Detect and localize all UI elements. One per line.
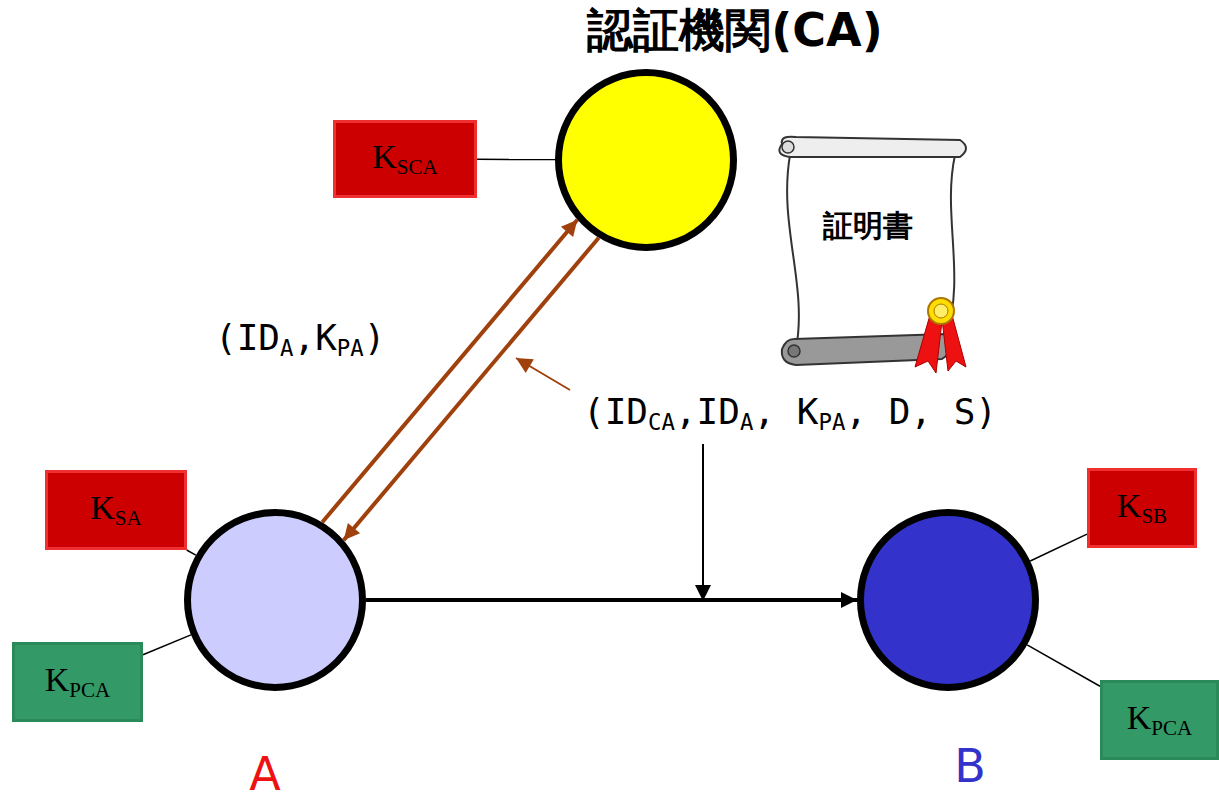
text-run: 証明書 [823, 208, 913, 243]
heading-text: 認証機関(CA) [587, 5, 882, 56]
symbol-main: K [315, 317, 337, 358]
party-letter: B [954, 741, 986, 792]
leader-line [516, 358, 570, 390]
symbol-main: K [372, 138, 397, 175]
text-run: , [293, 317, 315, 358]
secret-key-box: KSCA [333, 120, 477, 198]
symbol-subscript: PCA [1151, 716, 1192, 740]
text-run: , [675, 391, 697, 432]
party-circle: A [184, 509, 366, 691]
message-label: (IDCA,IDA, KPA, D, S) [580, 390, 1000, 436]
public-key-box: KPCA [12, 642, 143, 722]
key-label: KSCA [372, 138, 438, 179]
secret-key-box: KSB [1087, 468, 1197, 548]
symbol-main: ID [237, 317, 280, 358]
authority-circle: 認証機関(CA) [555, 69, 737, 251]
leader-line [702, 444, 704, 601]
key-label: KPCA [1127, 699, 1193, 740]
text-run: 認証機関(CA) [587, 3, 882, 57]
symbol-subscript: PCA [69, 678, 110, 702]
symbol-subscript: SB [1141, 504, 1167, 528]
secret-key-box: KSA [45, 470, 187, 550]
symbol-main: K [1127, 699, 1152, 736]
message-arrow [344, 238, 599, 541]
symbol-subscript: CA [648, 409, 675, 435]
text-run: A [249, 747, 280, 801]
key-link [477, 159, 555, 161]
key-link [187, 550, 196, 555]
circle-outline [184, 509, 366, 691]
text-run: B [954, 739, 986, 793]
symbol-subscript: PA [337, 335, 364, 361]
key-link [1030, 534, 1087, 561]
symbol-main: K [797, 391, 819, 432]
circle-outline [857, 509, 1039, 691]
symbol-subscript: PA [818, 409, 845, 435]
symbol-main: K [1117, 487, 1142, 524]
symbol-main: ID [605, 391, 648, 432]
key-label: KSA [90, 489, 142, 530]
circle-outline [555, 69, 737, 251]
symbol-subscript: SA [115, 506, 142, 530]
key-label: KSB [1117, 487, 1167, 528]
text-run: , [753, 391, 796, 432]
message-arrow [322, 220, 577, 523]
key-label: KPCA [45, 661, 111, 702]
symbol-main: K [45, 661, 70, 698]
symbol-main: ID [697, 391, 740, 432]
text-run: ( [215, 317, 237, 358]
public-key-box: KPCA [1100, 680, 1219, 760]
message-arrow [366, 598, 857, 602]
text-run: ( [583, 391, 605, 432]
certificate-scroll: 証明書 [770, 135, 975, 375]
symbol-subscript: A [280, 335, 293, 361]
symbol-subscript: A [740, 409, 753, 435]
party-circle: B [857, 509, 1039, 691]
symbol-main: K [90, 489, 115, 526]
text-run: , D, S) [845, 391, 997, 432]
text-run: ) [364, 317, 386, 358]
scroll-outline [770, 135, 975, 375]
symbol-subscript: SCA [397, 155, 438, 179]
party-letter: A [249, 749, 280, 800]
key-link [1027, 645, 1100, 686]
edge-label: (IDA,KPA) [212, 316, 388, 362]
certificate-label: 証明書 [823, 209, 913, 242]
key-link [143, 635, 191, 655]
